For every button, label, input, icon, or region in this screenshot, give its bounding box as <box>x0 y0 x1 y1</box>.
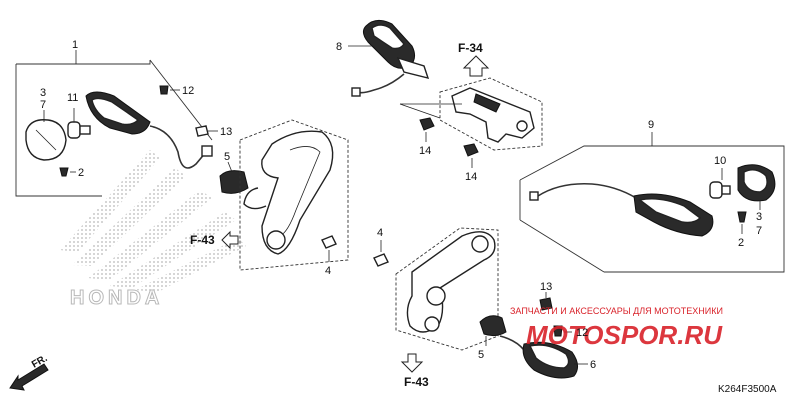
ref-f34-label: F-34 <box>458 41 483 55</box>
callout-14b: 14 <box>465 171 477 183</box>
screw-2-right <box>737 211 747 223</box>
front-direction-indicator: FR. <box>9 353 50 391</box>
screw-12-left <box>159 85 169 95</box>
callout-5a: 5 <box>224 151 230 163</box>
nut-14a <box>419 117 435 131</box>
callout-12a: 12 <box>182 85 194 97</box>
screw-12-right <box>553 325 563 337</box>
connector-8 <box>351 87 361 97</box>
ref-f34[interactable]: F-34 <box>458 41 490 77</box>
bracket-rear-body <box>406 231 496 333</box>
callout-1: 1 <box>72 39 78 51</box>
callout-4b: 4 <box>377 227 383 239</box>
callout-7a: 7 <box>40 99 46 111</box>
ref-f43-bottom[interactable]: F-43 <box>400 353 429 389</box>
signal-8-lens <box>371 24 405 50</box>
bracket-rear <box>406 231 496 333</box>
bracket-center-hole <box>516 120 528 132</box>
bracket-center-frame <box>439 77 543 151</box>
lens-right-inner <box>743 169 768 193</box>
wire-right <box>537 182 637 199</box>
callout-9: 9 <box>648 119 654 131</box>
bracket-left-frame <box>239 119 349 271</box>
leader-5-left <box>227 161 233 173</box>
wire-8 <box>357 73 405 94</box>
ref-f43-left-label: F-43 <box>190 233 215 247</box>
bulb-left-base <box>79 125 91 135</box>
ref-f43-bottom-label: F-43 <box>404 375 429 389</box>
signal-8-stem <box>396 56 430 79</box>
callout-8: 8 <box>336 41 342 53</box>
connector-right <box>529 191 539 201</box>
callout-7b: 7 <box>756 225 762 237</box>
callout-5b: 5 <box>478 349 484 361</box>
bulb-left <box>67 121 81 139</box>
bracket-rear-hole-low <box>424 316 440 332</box>
callout-12b: 12 <box>576 327 588 339</box>
diagram-code: K264F3500A <box>718 384 777 395</box>
callout-13a: 13 <box>220 126 232 138</box>
bracket-center-slot <box>473 93 501 113</box>
housing-left-inner <box>91 97 140 126</box>
callout-2a: 2 <box>78 167 84 179</box>
bracket-rear-hole-top <box>471 235 489 253</box>
screw-2-left <box>59 167 69 177</box>
honda-logo-text: HONDA <box>70 287 163 309</box>
connector-left <box>201 145 213 157</box>
grommet-5-left <box>219 170 249 194</box>
bracket-rear-hole-mid <box>426 286 446 306</box>
callout-3a: 3 <box>40 87 46 99</box>
callout-14a: 14 <box>419 145 431 157</box>
housing-right-inner <box>638 198 702 224</box>
front-turn-signal-assembly <box>348 20 430 97</box>
fastener-4a <box>321 235 337 249</box>
clip-13-left <box>195 125 209 137</box>
bracket-left-rib <box>279 146 321 237</box>
callout-10: 10 <box>714 155 726 167</box>
bracket-left <box>243 130 334 255</box>
shop-logo-watermark: MOTOSPOR.RU <box>526 320 723 350</box>
front-arrow-icon <box>9 363 49 391</box>
shop-banner-watermark: ЗАПЧАСТИ И АКСЕССУАРЫ ДЛЯ МОТОТЕХНИКИ <box>510 306 723 316</box>
lens-left-detail <box>35 129 57 151</box>
right-turn-signal-group <box>529 164 776 237</box>
bracket-left-body <box>261 130 334 255</box>
leader-8-bracket-b <box>399 103 441 119</box>
bracket-left-hole <box>266 230 286 250</box>
grommet-5-right <box>479 315 507 337</box>
bracket-center-body <box>451 87 535 143</box>
bracket-center <box>451 87 535 143</box>
fastener-4b <box>373 253 389 267</box>
wire-left <box>149 125 207 169</box>
signal-6-lens <box>528 344 570 369</box>
rear-turn-signal-assembly <box>479 297 578 379</box>
nut-14b <box>463 143 479 157</box>
callout-3b: 3 <box>756 211 762 223</box>
honda-wing-watermark <box>60 150 246 292</box>
arrow-up-icon <box>462 55 490 77</box>
arrow-down-icon <box>400 353 424 373</box>
group9-frame <box>519 145 785 273</box>
bulb-right <box>709 181 723 199</box>
clip-13-right <box>539 297 553 311</box>
callout-13b: 13 <box>540 281 552 293</box>
callout-6: 6 <box>590 359 596 371</box>
callout-11: 11 <box>67 92 78 104</box>
wire-rear <box>499 335 525 351</box>
bulb-right-base <box>721 185 731 195</box>
callout-2b: 2 <box>738 237 744 249</box>
bracket-left-ear <box>243 187 267 210</box>
arrow-left-icon <box>221 230 239 250</box>
left-turn-signal-group <box>15 50 249 197</box>
callout-4a: 4 <box>325 265 331 277</box>
ref-f43-left[interactable]: F-43 <box>190 230 239 250</box>
bracket-rear-frame <box>395 227 499 351</box>
